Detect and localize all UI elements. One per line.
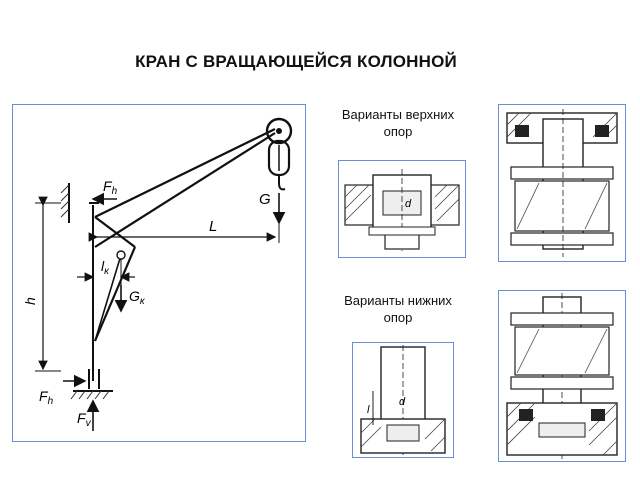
upper-bearing-large-drawing [506, 109, 618, 257]
lower-bearing-small: l d [352, 342, 454, 458]
crane-diagram-frame: G Fh L lк Gк h [12, 104, 306, 442]
lower-supports-caption: Варианты нижних опор [344, 293, 452, 325]
top-support-hatch [60, 184, 70, 218]
gk-label: Gк [129, 288, 146, 307]
fv-label: Fv [77, 410, 92, 429]
lower-small-d-label: d [399, 396, 406, 408]
upper-bearing-small: d [338, 160, 466, 258]
pulley [265, 117, 293, 145]
upper-bearing-small-drawing: d [344, 169, 460, 251]
g-label: G [259, 191, 271, 208]
ground-hatch [70, 390, 110, 400]
lower-bearing-large [498, 290, 626, 462]
lower-bearing-large-drawing [506, 293, 618, 459]
jib-boom [94, 132, 276, 248]
hook [278, 175, 286, 191]
crane-diagram: G Fh L lк Gк h [22, 117, 293, 431]
upper-bearing-large [498, 104, 626, 262]
jib-tie [94, 128, 276, 218]
upper-supports-caption: Варианты верхних опор [341, 107, 455, 139]
jib-lower [94, 254, 122, 342]
jib-strut [93, 246, 137, 342]
upper-small-d-label: d [405, 198, 412, 210]
lower-bearing-small-drawing: l d [360, 345, 446, 455]
l-label: L [209, 218, 217, 235]
jib-brace [94, 216, 136, 248]
fh-bottom-label: Fh [39, 388, 54, 407]
h-label: h [22, 297, 38, 305]
page-title: КРАН С ВРАЩАЮЩЕЙСЯ КОЛОННОЙ [135, 52, 457, 71]
lower-small-l-label: l [367, 404, 370, 416]
lk-label: lк [101, 258, 110, 277]
gk-center [116, 250, 126, 260]
fh-top-label: Fh [103, 178, 118, 197]
